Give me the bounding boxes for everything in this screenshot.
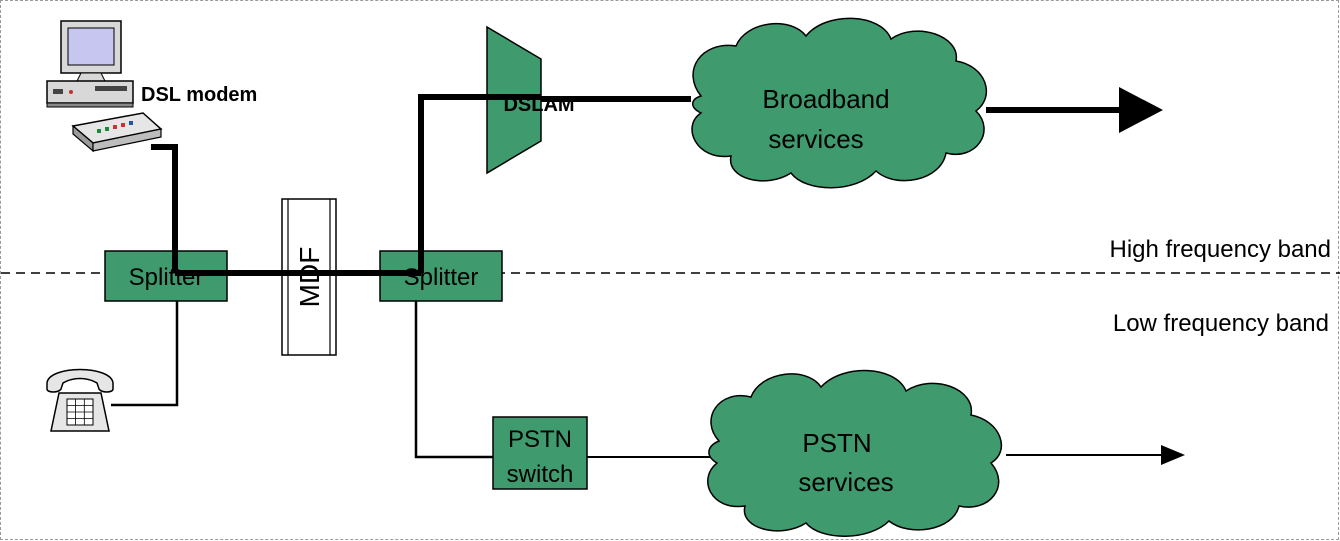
dsl-line-splitter-to-dslam bbox=[418, 94, 487, 273]
pstn-switch-box bbox=[492, 416, 588, 490]
dsl-line-modem-to-splitter bbox=[151, 144, 178, 273]
pstn-services-label-line2: services bbox=[798, 467, 893, 497]
telephone-icon bbox=[46, 368, 114, 432]
mdf-box bbox=[281, 198, 337, 356]
pstn-switch-label-line2: switch bbox=[507, 461, 574, 488]
pstn-output-arrow bbox=[1161, 445, 1185, 465]
pstn-switch-label-line1: PSTN bbox=[508, 426, 572, 453]
splitter-left-label: Splitter bbox=[129, 264, 204, 291]
broadband-output-arrow bbox=[1119, 87, 1163, 133]
desktop-computer-icon bbox=[46, 20, 134, 108]
dsl-modem-icon bbox=[71, 112, 163, 153]
high-frequency-band-label: High frequency band bbox=[1110, 236, 1331, 263]
broadband-label-line1: Broadband bbox=[762, 84, 889, 114]
broadband-label-line2: services bbox=[768, 124, 863, 154]
voice-line-splitter-to-pstn bbox=[414, 301, 493, 459]
splitter-right-label: Splitter bbox=[404, 264, 479, 291]
pstn-cloud bbox=[707, 369, 1002, 537]
dslam-label: DSLAM bbox=[503, 94, 574, 116]
phone-line bbox=[111, 301, 179, 407]
broadband-cloud bbox=[691, 17, 987, 189]
mdf-label: MDF bbox=[294, 247, 325, 308]
low-frequency-band-label: Low frequency band bbox=[1113, 310, 1329, 337]
pstn-services-label-line1: PSTN bbox=[802, 428, 871, 458]
dsl-modem-label: DSL modem bbox=[141, 84, 257, 106]
